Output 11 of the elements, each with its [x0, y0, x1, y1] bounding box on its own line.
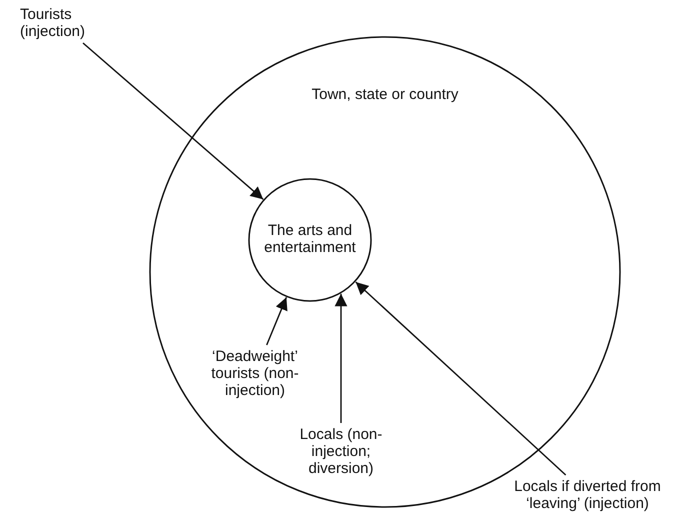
callout-text: Locals if diverted from ‘leaving’ (injection)	[500, 478, 675, 512]
arrow	[355, 281, 566, 476]
arrow	[334, 294, 348, 423]
circle-label: The arts and entertainment	[263, 222, 357, 256]
arrow	[82, 42, 264, 200]
circle-label: Town, state or country	[310, 86, 460, 103]
callout-text: Tourists (injection)	[20, 6, 100, 40]
callout-text: Locals (non-injection; diversion)	[285, 426, 397, 477]
arrow	[266, 297, 288, 346]
circle-outline	[248, 178, 372, 302]
callout-text: ‘Deadweight’ tourists (non-injection)	[200, 348, 310, 399]
